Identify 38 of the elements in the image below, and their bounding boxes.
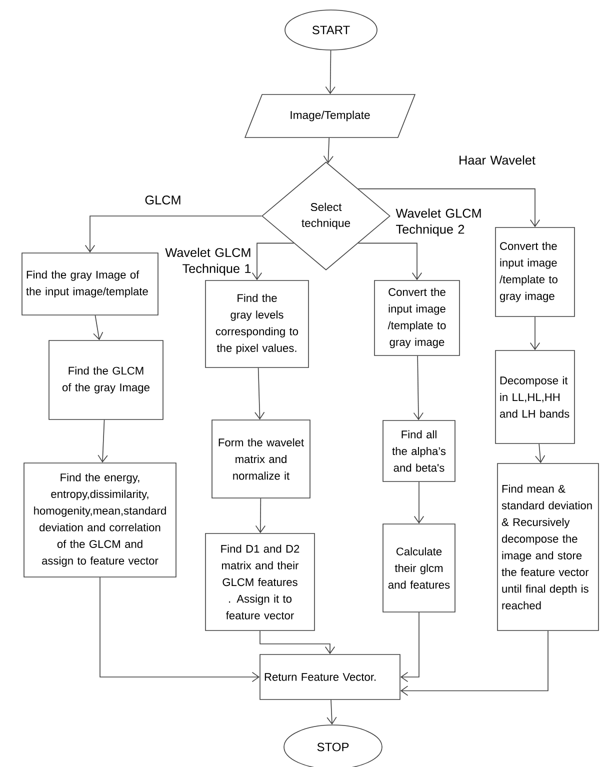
arrow: [84, 216, 262, 253]
process-box: Find the gray levels corresponding to the pixel values.: [205, 280, 309, 368]
process-box: Find the energy, entropy,dissimilarity, homogenity,mean,standard deviation and correlation of the GLCM and assign to feature vector: [24, 462, 176, 578]
process-box: Convert the input image /template to gray image: [374, 280, 460, 356]
process-box: Find all the alpha’s and beta's: [382, 420, 456, 482]
arrow: [254, 368, 265, 420]
arrow: [530, 316, 540, 350]
process-box: Find D1 and D2 matrix and their GLCM features . Assign it to feature vector: [205, 533, 315, 631]
arrow: [400, 630, 548, 696]
edge-label: GLCM: [145, 196, 180, 204]
arrow: [358, 242, 422, 280]
arrow: [252, 242, 294, 280]
process-box: Form the wavelet matrix and normalize it: [212, 420, 310, 498]
arrow: [260, 630, 336, 654]
process-box: Find mean & standard deviation & Recursively decompose the image and store the feature vector until final depth is reached: [497, 463, 599, 631]
arrow: [326, 700, 337, 725]
arrow: [400, 612, 420, 682]
process-box: Find the GLCM of the gray Image: [48, 340, 164, 420]
arrow: [323, 138, 334, 164]
terminal-box: Return Feature Vector.: [260, 654, 400, 700]
process-box: Calculate their glcm and features: [382, 524, 456, 612]
start-terminal: START: [284, 10, 378, 50]
arrow: [414, 482, 424, 524]
arrow: [325, 50, 336, 94]
arrow: [98, 420, 108, 463]
process-box: Find the gray Image of the input image/template: [22, 252, 158, 316]
process-box: Decompose it in LL,HL,HH and LH bands: [495, 350, 575, 444]
arrow: [93, 315, 104, 340]
arrow: [413, 356, 424, 420]
arrow: [535, 444, 546, 464]
edge-label: Wavelet GLCM Technique 2: [396, 208, 481, 236]
arrow: [100, 577, 260, 682]
stop-terminal: STOP: [284, 724, 382, 767]
edge-label: Haar Wavelet: [460, 155, 536, 165]
arrow: [358, 188, 540, 228]
edge-label: Wavelet GLCM Technique 1: [165, 248, 251, 276]
process-box: Convert the input image /template to gray image: [495, 227, 575, 317]
arrow: [255, 498, 266, 534]
